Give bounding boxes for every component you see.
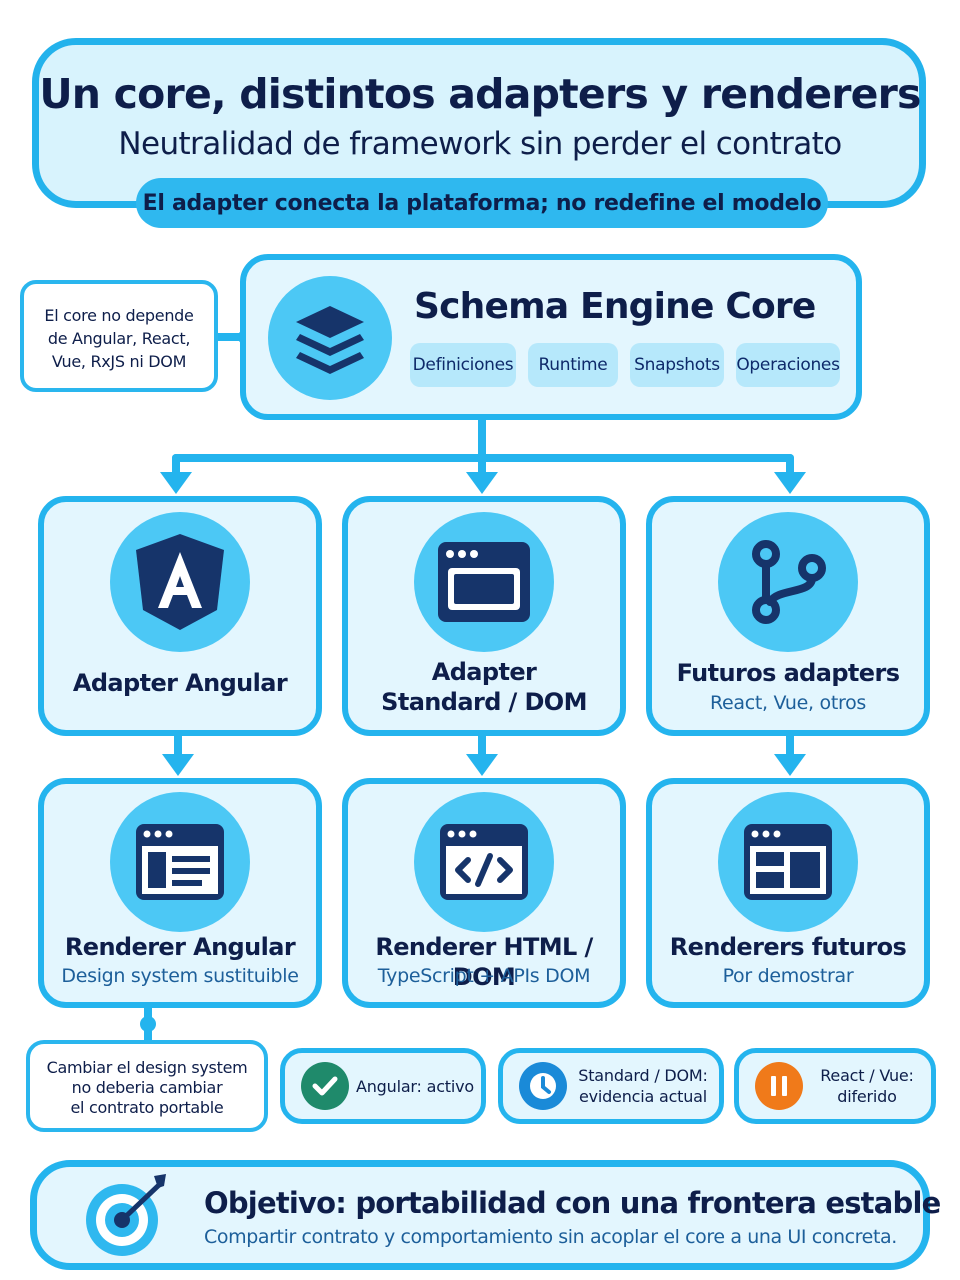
goal-title: Objetivo: portabilidad con una frontera … [204, 1186, 941, 1220]
note-line: de Angular, React, [47, 329, 191, 348]
pause-icon [755, 1062, 803, 1110]
angular-icon [110, 512, 250, 652]
status-line: React / Vue: [820, 1066, 914, 1085]
tagline-pill: El adapter conecta la plataforma; no red… [136, 178, 828, 228]
status-standard: Standard / DOM: evidencia actual [498, 1048, 724, 1124]
page-title: Un core, distintos adapters y renderers [39, 70, 921, 118]
adapter-title: Futuros adapters [676, 659, 900, 687]
status-line: Standard / DOM: [578, 1066, 708, 1085]
code-window-icon [414, 792, 554, 932]
status-line: evidencia actual [578, 1087, 708, 1106]
core-dependency-note: El core no depende de Angular, React, Vu… [20, 280, 218, 392]
chip-definiciones: Definiciones [410, 343, 516, 387]
goal-subtitle: Compartir contrato y comportamiento sin … [204, 1226, 897, 1248]
status-react-vue: React / Vue: diferido [734, 1048, 936, 1124]
status-angular: Angular: activo [280, 1048, 486, 1124]
status-line: diferido [837, 1087, 897, 1106]
renderer-subtitle: Por demostrar [722, 965, 854, 987]
design-system-note: Cambiar el design system no deberia camb… [26, 1040, 268, 1132]
adapter-subtitle: React, Vue, otros [709, 692, 867, 714]
form-window-icon [110, 792, 250, 932]
clock-icon [519, 1062, 567, 1110]
adapter-title: Adapter Standard / DOM [342, 657, 626, 717]
page-subtitle: Neutralidad de framework sin perder el c… [118, 126, 842, 162]
note-line: Vue, RxJS ni DOM [51, 352, 187, 371]
branch-icon [718, 512, 858, 652]
goal-box [30, 1160, 930, 1270]
core-title: Schema Engine Core [414, 286, 816, 327]
note-line: Cambiar el design system [46, 1058, 248, 1077]
status-label: Angular: activo [356, 1076, 474, 1096]
chip-runtime: Runtime [528, 343, 618, 387]
renderer-title: Renderer HTML / DOM [375, 933, 593, 991]
renderer-subtitle: Design system sustituible [61, 965, 299, 987]
note-line: El core no depende [44, 306, 194, 325]
status-label: Standard / DOM: evidencia actual [567, 1065, 719, 1107]
renderer-subtitle: TypeScript + APIs DOM [377, 965, 591, 987]
chip-snapshots: Snapshots [630, 343, 724, 387]
note-line: no deberia cambiar [71, 1078, 223, 1097]
browser-window-icon [414, 512, 554, 652]
note-line: el contrato portable [70, 1098, 224, 1117]
stack-layers-icon [268, 276, 392, 400]
renderer-title: Renderer Angular [64, 933, 296, 961]
target-icon [80, 1170, 176, 1264]
adapter-title-line: Adapter [431, 658, 537, 686]
status-label: React / Vue: diferido [803, 1065, 931, 1107]
adapter-title: Adapter Angular [72, 669, 288, 697]
layout-window-icon [718, 792, 858, 932]
renderer-title: Renderers futuros [669, 933, 907, 961]
adapter-title-line: Standard / DOM [381, 688, 587, 716]
chip-operaciones: Operaciones [736, 343, 840, 387]
check-icon [301, 1062, 349, 1110]
